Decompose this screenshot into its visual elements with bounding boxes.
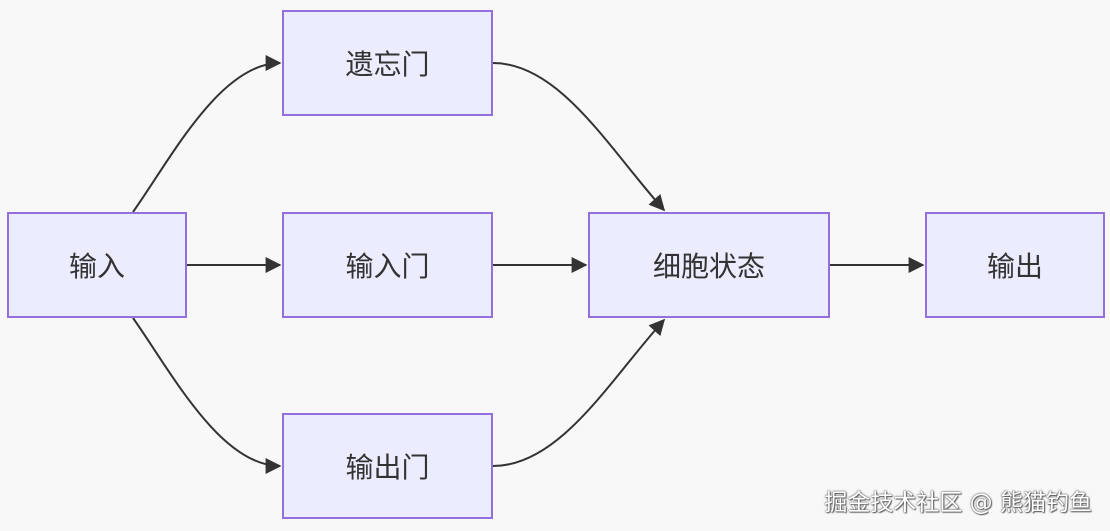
watermark: 掘金技术社区 @ 熊猫钓鱼: [824, 490, 1092, 516]
node-input: 输入: [7, 212, 187, 318]
node-cell-state-label: 细胞状态: [652, 250, 765, 283]
node-output-gate: 输出门: [282, 413, 493, 519]
edge-input-to-output-gate: [132, 317, 282, 474]
node-input-gate-label: 输入门: [345, 250, 430, 283]
edge-output-gate-to-cell-state: [492, 318, 666, 467]
node-cell-state: 细胞状态: [588, 212, 830, 318]
node-output: 输出: [925, 212, 1105, 318]
edge-forget-gate-to-cell-state: [492, 62, 666, 212]
node-input-gate: 输入门: [282, 212, 493, 318]
node-input-label: 输入: [68, 250, 125, 283]
node-forget-gate: 遗忘门: [282, 10, 493, 116]
node-forget-gate-label: 遗忘门: [345, 48, 430, 81]
node-output-label: 输出: [986, 250, 1043, 283]
edge-input-to-forget-gate: [132, 55, 282, 213]
node-output-gate-label: 输出门: [345, 451, 430, 484]
